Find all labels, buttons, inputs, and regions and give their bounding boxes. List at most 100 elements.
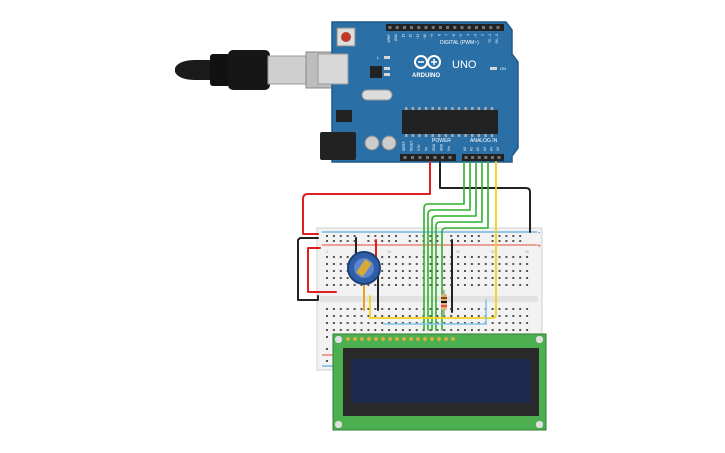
breadboard-hole[interactable] [457, 277, 460, 279]
breadboard-hole[interactable] [443, 322, 446, 324]
breadboard-hole[interactable] [484, 329, 487, 331]
breadboard-hole[interactable] [408, 263, 411, 265]
digital-pin-hole[interactable] [453, 26, 457, 29]
rail-hole[interactable] [429, 235, 432, 237]
breadboard-hole[interactable] [464, 277, 466, 279]
rail-hole[interactable] [339, 240, 342, 242]
breadboard-hole[interactable] [326, 284, 328, 286]
digital-pin-hole[interactable] [395, 26, 399, 29]
breadboard-hole[interactable] [381, 256, 384, 258]
power-pin-hole[interactable] [418, 156, 422, 159]
breadboard-hole[interactable] [498, 256, 501, 258]
breadboard-hole[interactable] [457, 270, 460, 272]
rail-hole[interactable] [491, 235, 494, 237]
breadboard-hole[interactable] [332, 315, 335, 317]
breadboard-hole[interactable] [381, 329, 384, 331]
breadboard-hole[interactable] [388, 277, 391, 279]
breadboard-hole[interactable] [326, 256, 328, 258]
breadboard-hole[interactable] [326, 263, 328, 265]
breadboard-hole[interactable] [464, 308, 466, 310]
rail-hole[interactable] [436, 235, 439, 237]
digital-pin-hole[interactable] [496, 26, 500, 29]
breadboard-hole[interactable] [360, 329, 363, 331]
rail-hole[interactable] [346, 235, 349, 237]
breadboard-hole[interactable] [470, 263, 473, 265]
breadboard-hole[interactable] [436, 284, 439, 286]
breadboard-hole[interactable] [415, 329, 418, 331]
rail-hole[interactable] [457, 240, 460, 242]
breadboard-hole[interactable] [512, 256, 515, 258]
breadboard-hole[interactable] [484, 256, 487, 258]
breadboard-hole[interactable] [326, 315, 328, 317]
breadboard-hole[interactable] [339, 329, 342, 331]
breadboard-hole[interactable] [381, 284, 384, 286]
breadboard-hole[interactable] [429, 263, 432, 265]
rail-hole[interactable] [450, 235, 453, 237]
breadboard-hole[interactable] [519, 256, 522, 258]
breadboard-hole[interactable] [519, 270, 522, 272]
breadboard-hole[interactable] [519, 284, 522, 286]
breadboard-hole[interactable] [512, 270, 515, 272]
breadboard-hole[interactable] [491, 329, 494, 331]
breadboard-hole[interactable] [457, 284, 460, 286]
breadboard-hole[interactable] [443, 284, 446, 286]
breadboard-hole[interactable] [381, 263, 384, 265]
breadboard-hole[interactable] [401, 329, 404, 331]
power-pin-hole[interactable] [411, 156, 414, 159]
breadboard-hole[interactable] [436, 308, 439, 310]
rail-hole[interactable] [367, 240, 370, 242]
breadboard-hole[interactable] [491, 277, 494, 279]
breadboard-hole[interactable] [505, 284, 508, 286]
breadboard-hole[interactable] [395, 263, 397, 265]
rail-hole[interactable] [498, 235, 501, 237]
breadboard-hole[interactable] [415, 308, 418, 310]
rail-hole[interactable] [353, 235, 356, 237]
breadboard-hole[interactable] [436, 277, 439, 279]
breadboard-hole[interactable] [526, 270, 529, 272]
power-pin-hole[interactable] [448, 156, 452, 159]
rail-hole[interactable] [519, 240, 522, 242]
breadboard-hole[interactable] [401, 270, 404, 272]
breadboard-hole[interactable] [498, 315, 501, 317]
breadboard-hole[interactable] [353, 315, 356, 317]
breadboard-hole[interactable] [332, 284, 335, 286]
breadboard-hole[interactable] [415, 277, 418, 279]
breadboard-hole[interactable] [415, 315, 418, 317]
breadboard-hole[interactable] [505, 329, 508, 331]
potentiometer[interactable] [347, 251, 381, 285]
rail-hole[interactable] [367, 235, 370, 237]
breadboard-hole[interactable] [429, 315, 432, 317]
breadboard-hole[interactable] [395, 329, 397, 331]
digital-pin-hole[interactable] [424, 26, 428, 29]
rail-hole[interactable] [415, 240, 418, 242]
breadboard-hole[interactable] [388, 284, 391, 286]
breadboard-hole[interactable] [512, 284, 515, 286]
breadboard-hole[interactable] [339, 322, 342, 324]
breadboard-hole[interactable] [526, 315, 529, 317]
breadboard-hole[interactable] [326, 336, 328, 338]
breadboard-hole[interactable] [408, 270, 411, 272]
breadboard-hole[interactable] [457, 329, 460, 331]
breadboard-hole[interactable] [512, 315, 515, 317]
rail-hole[interactable] [464, 235, 466, 237]
rail-hole[interactable] [415, 235, 418, 237]
breadboard-hole[interactable] [326, 308, 328, 310]
breadboard-hole[interactable] [470, 256, 473, 258]
breadboard-hole[interactable] [360, 315, 363, 317]
breadboard-hole[interactable] [512, 277, 515, 279]
breadboard-hole[interactable] [505, 308, 508, 310]
rail-hole[interactable] [326, 360, 328, 362]
breadboard-hole[interactable] [429, 256, 432, 258]
breadboard-hole[interactable] [360, 322, 363, 324]
rail-hole[interactable] [326, 348, 328, 350]
power-pin-hole[interactable] [426, 156, 429, 159]
rail-hole[interactable] [388, 240, 391, 242]
breadboard-hole[interactable] [408, 277, 411, 279]
breadboard-hole[interactable] [464, 284, 466, 286]
analog-pin-hole[interactable] [471, 156, 475, 159]
breadboard-hole[interactable] [498, 308, 501, 310]
breadboard-hole[interactable] [339, 284, 342, 286]
breadboard-hole[interactable] [388, 308, 391, 310]
breadboard-hole[interactable] [346, 315, 349, 317]
